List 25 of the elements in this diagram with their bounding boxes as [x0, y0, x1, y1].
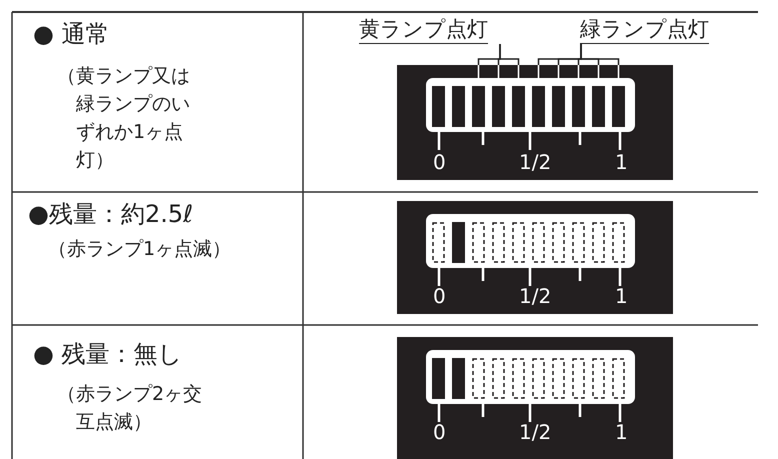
scale-label: 1/2 [519, 150, 552, 174]
row-description: （赤ランプ1ヶ点滅） [48, 238, 232, 261]
lamp-segment [512, 86, 525, 127]
row-description: （赤ランプ2ヶ交互点滅） [57, 382, 204, 435]
lamp-segment [552, 86, 565, 127]
lamp-segment [492, 86, 505, 127]
lamp-segment [592, 86, 605, 127]
scale-label: 1 [615, 150, 628, 174]
row-heading: ● 残量：無し [33, 340, 183, 369]
scale-label: 0 [433, 150, 446, 174]
lamp-segment [572, 86, 585, 127]
row-heading: ● 通常 [33, 20, 110, 49]
row-heading: ●残量：約2.5ℓ [28, 200, 194, 229]
scale-label: 1/2 [519, 284, 552, 308]
scale-label: 0 [433, 420, 446, 444]
scale-label: 0 [433, 284, 446, 308]
callout-label: 緑ランプ点灯 [580, 17, 709, 44]
lamp-segment [472, 86, 485, 127]
lamp-segment [532, 86, 545, 127]
scale-label: 1 [615, 420, 628, 444]
lamp-segment [612, 86, 625, 127]
row-description: （黄ランプ又は緑ランプのいずれか1ヶ点灯） [57, 64, 191, 173]
scale-label: 1 [615, 284, 628, 308]
scale-label: 1/2 [519, 420, 552, 444]
callout-label: 黄ランプ点灯 [359, 17, 488, 44]
